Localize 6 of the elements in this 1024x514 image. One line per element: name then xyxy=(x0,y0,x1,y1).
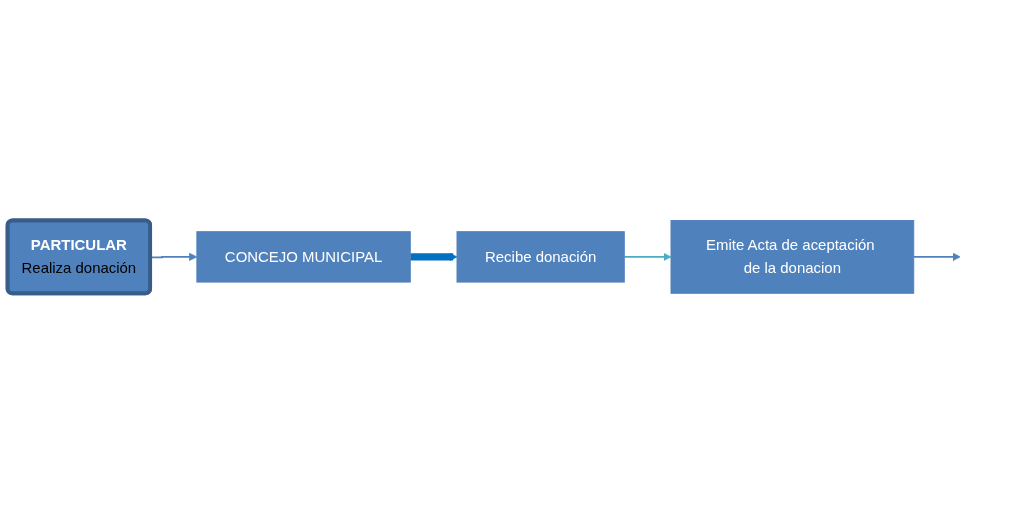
arrow xyxy=(912,252,961,262)
arrow xyxy=(623,252,672,262)
node-box: Emite Acta de aceptación de la donacion xyxy=(670,220,915,294)
node-box: Recibe donación xyxy=(456,231,625,283)
node-box: CONCEJO MUNICIPAL xyxy=(196,231,411,283)
arrow xyxy=(410,252,458,262)
